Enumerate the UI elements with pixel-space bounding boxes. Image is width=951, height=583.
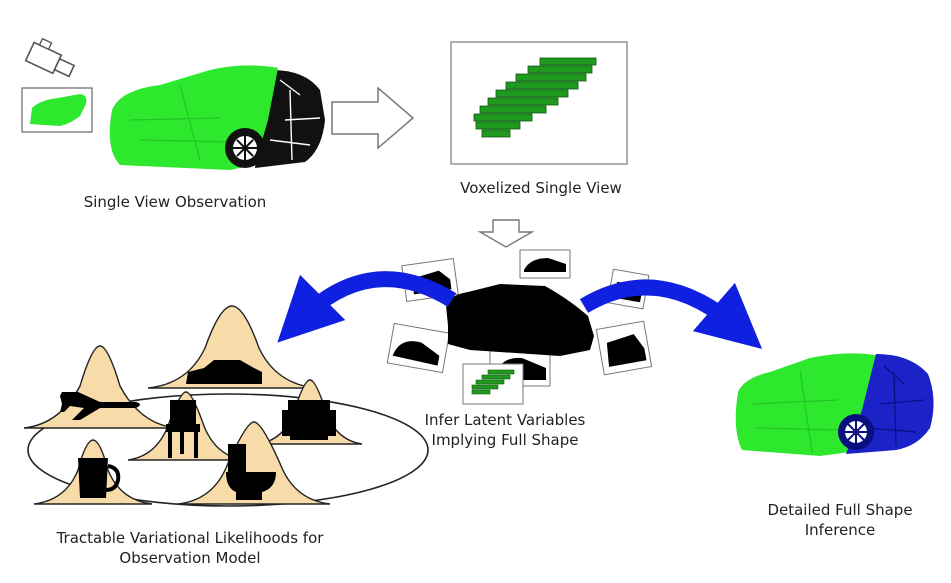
label-likelihood-line1: Tractable Variational Likelihoods for xyxy=(30,528,350,548)
label-voxelized: Voxelized Single View xyxy=(436,178,646,198)
label-likelihood-line2: Observation Model xyxy=(30,548,350,568)
armchair-icon xyxy=(282,400,336,440)
suv-icon xyxy=(446,284,594,356)
label-infer-line2: Implying Full Shape xyxy=(394,430,616,450)
thumbnail-suv-bottom-right xyxy=(596,321,651,375)
camera-icon xyxy=(26,36,79,80)
thumbnail-voxel xyxy=(463,364,523,404)
thumbnail-car-left xyxy=(387,323,449,372)
thumbnail-car-top xyxy=(520,250,570,278)
label-detailed-line1: Detailed Full Shape xyxy=(752,500,928,520)
single-view-car xyxy=(110,65,325,170)
arrow-down-icon xyxy=(480,220,532,247)
arrow-right-icon xyxy=(332,88,413,148)
label-infer-line1: Infer Latent Variables xyxy=(394,410,616,430)
chair-icon xyxy=(166,400,200,458)
full-shape-car xyxy=(736,353,934,456)
label-single-view: Single View Observation xyxy=(70,192,280,212)
label-detailed-line2: Inference xyxy=(752,520,928,540)
arrow-to-likelihoods xyxy=(300,279,452,320)
voxel-panel xyxy=(451,42,627,164)
arrow-to-full-shape xyxy=(584,287,738,328)
likelihoods-group xyxy=(24,306,428,506)
observation-thumbnail xyxy=(22,88,92,132)
latent-shape-cluster xyxy=(387,250,651,404)
